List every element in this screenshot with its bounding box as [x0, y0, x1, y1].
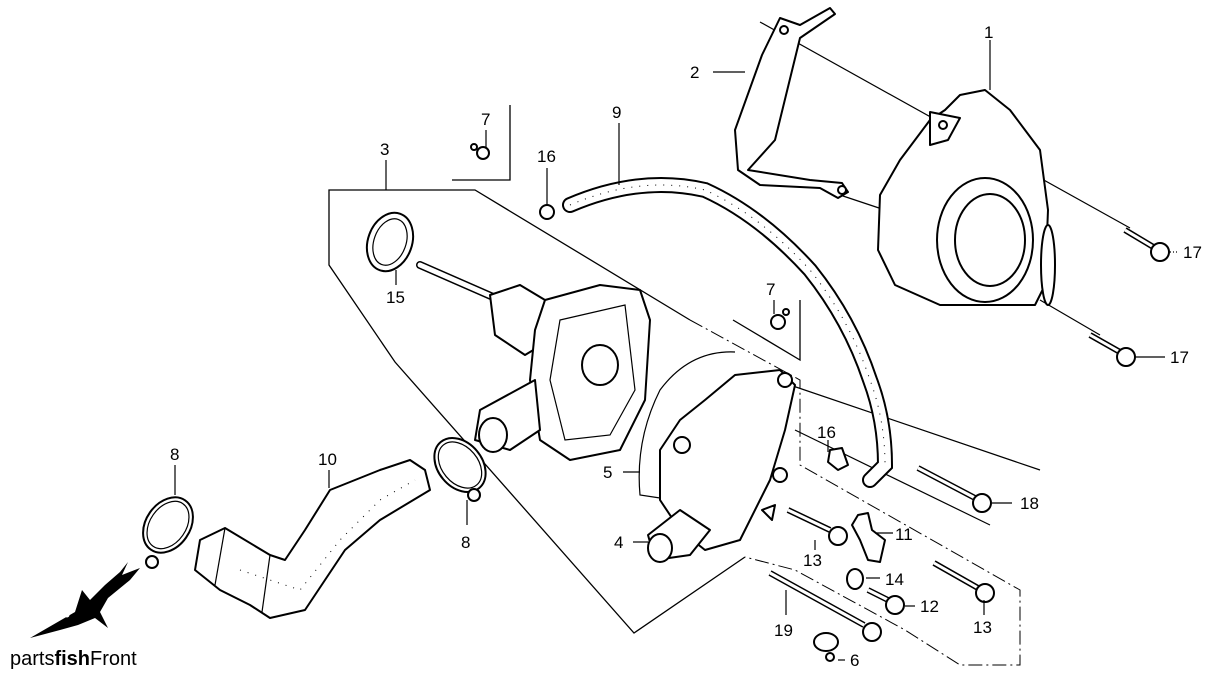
callout-12: 12 — [920, 597, 939, 616]
part-18-bolt — [916, 465, 992, 513]
callout-1: 1 — [984, 23, 993, 42]
part-9-hose — [562, 177, 894, 488]
part-4-pump-cover — [647, 369, 796, 563]
callout-8-right: 8 — [461, 533, 470, 552]
part-12-bolt — [866, 587, 905, 615]
callout-16-upper: 16 — [537, 147, 556, 166]
callout-leaders — [174, 40, 1178, 661]
callout-7-upper: 7 — [481, 110, 490, 129]
callout-14: 14 — [885, 570, 904, 589]
callout-5: 5 — [603, 463, 612, 482]
callout-18: 18 — [1020, 494, 1039, 513]
logo-bold: fish — [54, 648, 91, 670]
partsfish-logo: partsfishFront — [10, 648, 137, 671]
callout-13-left: 13 — [803, 551, 822, 570]
part-10-radiator-hose — [194, 459, 431, 619]
callout-19: 19 — [774, 621, 793, 640]
part-16-clip-lower — [827, 447, 849, 471]
callout-6: 6 — [850, 651, 859, 670]
callout-9: 9 — [612, 103, 621, 122]
callout-17-upper: 17 — [1183, 243, 1202, 262]
assembly-frame-3 — [328, 105, 1021, 666]
part-14-washer — [846, 568, 864, 590]
part-6-hose-clip — [813, 632, 839, 662]
part-7-clip-upper — [470, 143, 490, 160]
part-8-clamp-right — [433, 437, 487, 502]
part-7-clip-lower — [770, 308, 790, 330]
callout-11: 11 — [895, 525, 913, 544]
callout-17-lower: 17 — [1170, 348, 1189, 367]
callout-4: 4 — [614, 533, 623, 552]
part-2-bracket — [734, 7, 849, 199]
callout-3: 3 — [380, 140, 389, 159]
callout-7-lower: 7 — [766, 280, 775, 299]
part-13-bolt-right — [932, 560, 995, 603]
part-3-pump-body — [416, 261, 651, 461]
part-19-stud-bolt — [768, 570, 882, 642]
callout-15: 15 — [386, 288, 405, 307]
callout-16-lower: 16 — [817, 423, 836, 442]
callout-10: 10 — [318, 450, 337, 469]
part-11-clamp-bracket — [851, 512, 886, 563]
callout-13-right: 13 — [973, 618, 992, 637]
part-17-bolt-lower — [1088, 332, 1136, 367]
part-1-cover — [877, 89, 1056, 306]
part-8-clamp-left — [142, 496, 194, 569]
part-16-clip-upper — [539, 204, 555, 220]
marlin-fish-icon — [30, 562, 140, 638]
part-15-o-ring — [365, 211, 415, 273]
part-13-bolt-left — [786, 507, 848, 546]
callout-8-left: 8 — [170, 445, 179, 464]
logo-prefix: parts — [10, 648, 55, 670]
part-17-bolt-upper — [1123, 227, 1170, 262]
callout-2: 2 — [690, 63, 699, 82]
logo-suffix: Front — [90, 648, 137, 670]
